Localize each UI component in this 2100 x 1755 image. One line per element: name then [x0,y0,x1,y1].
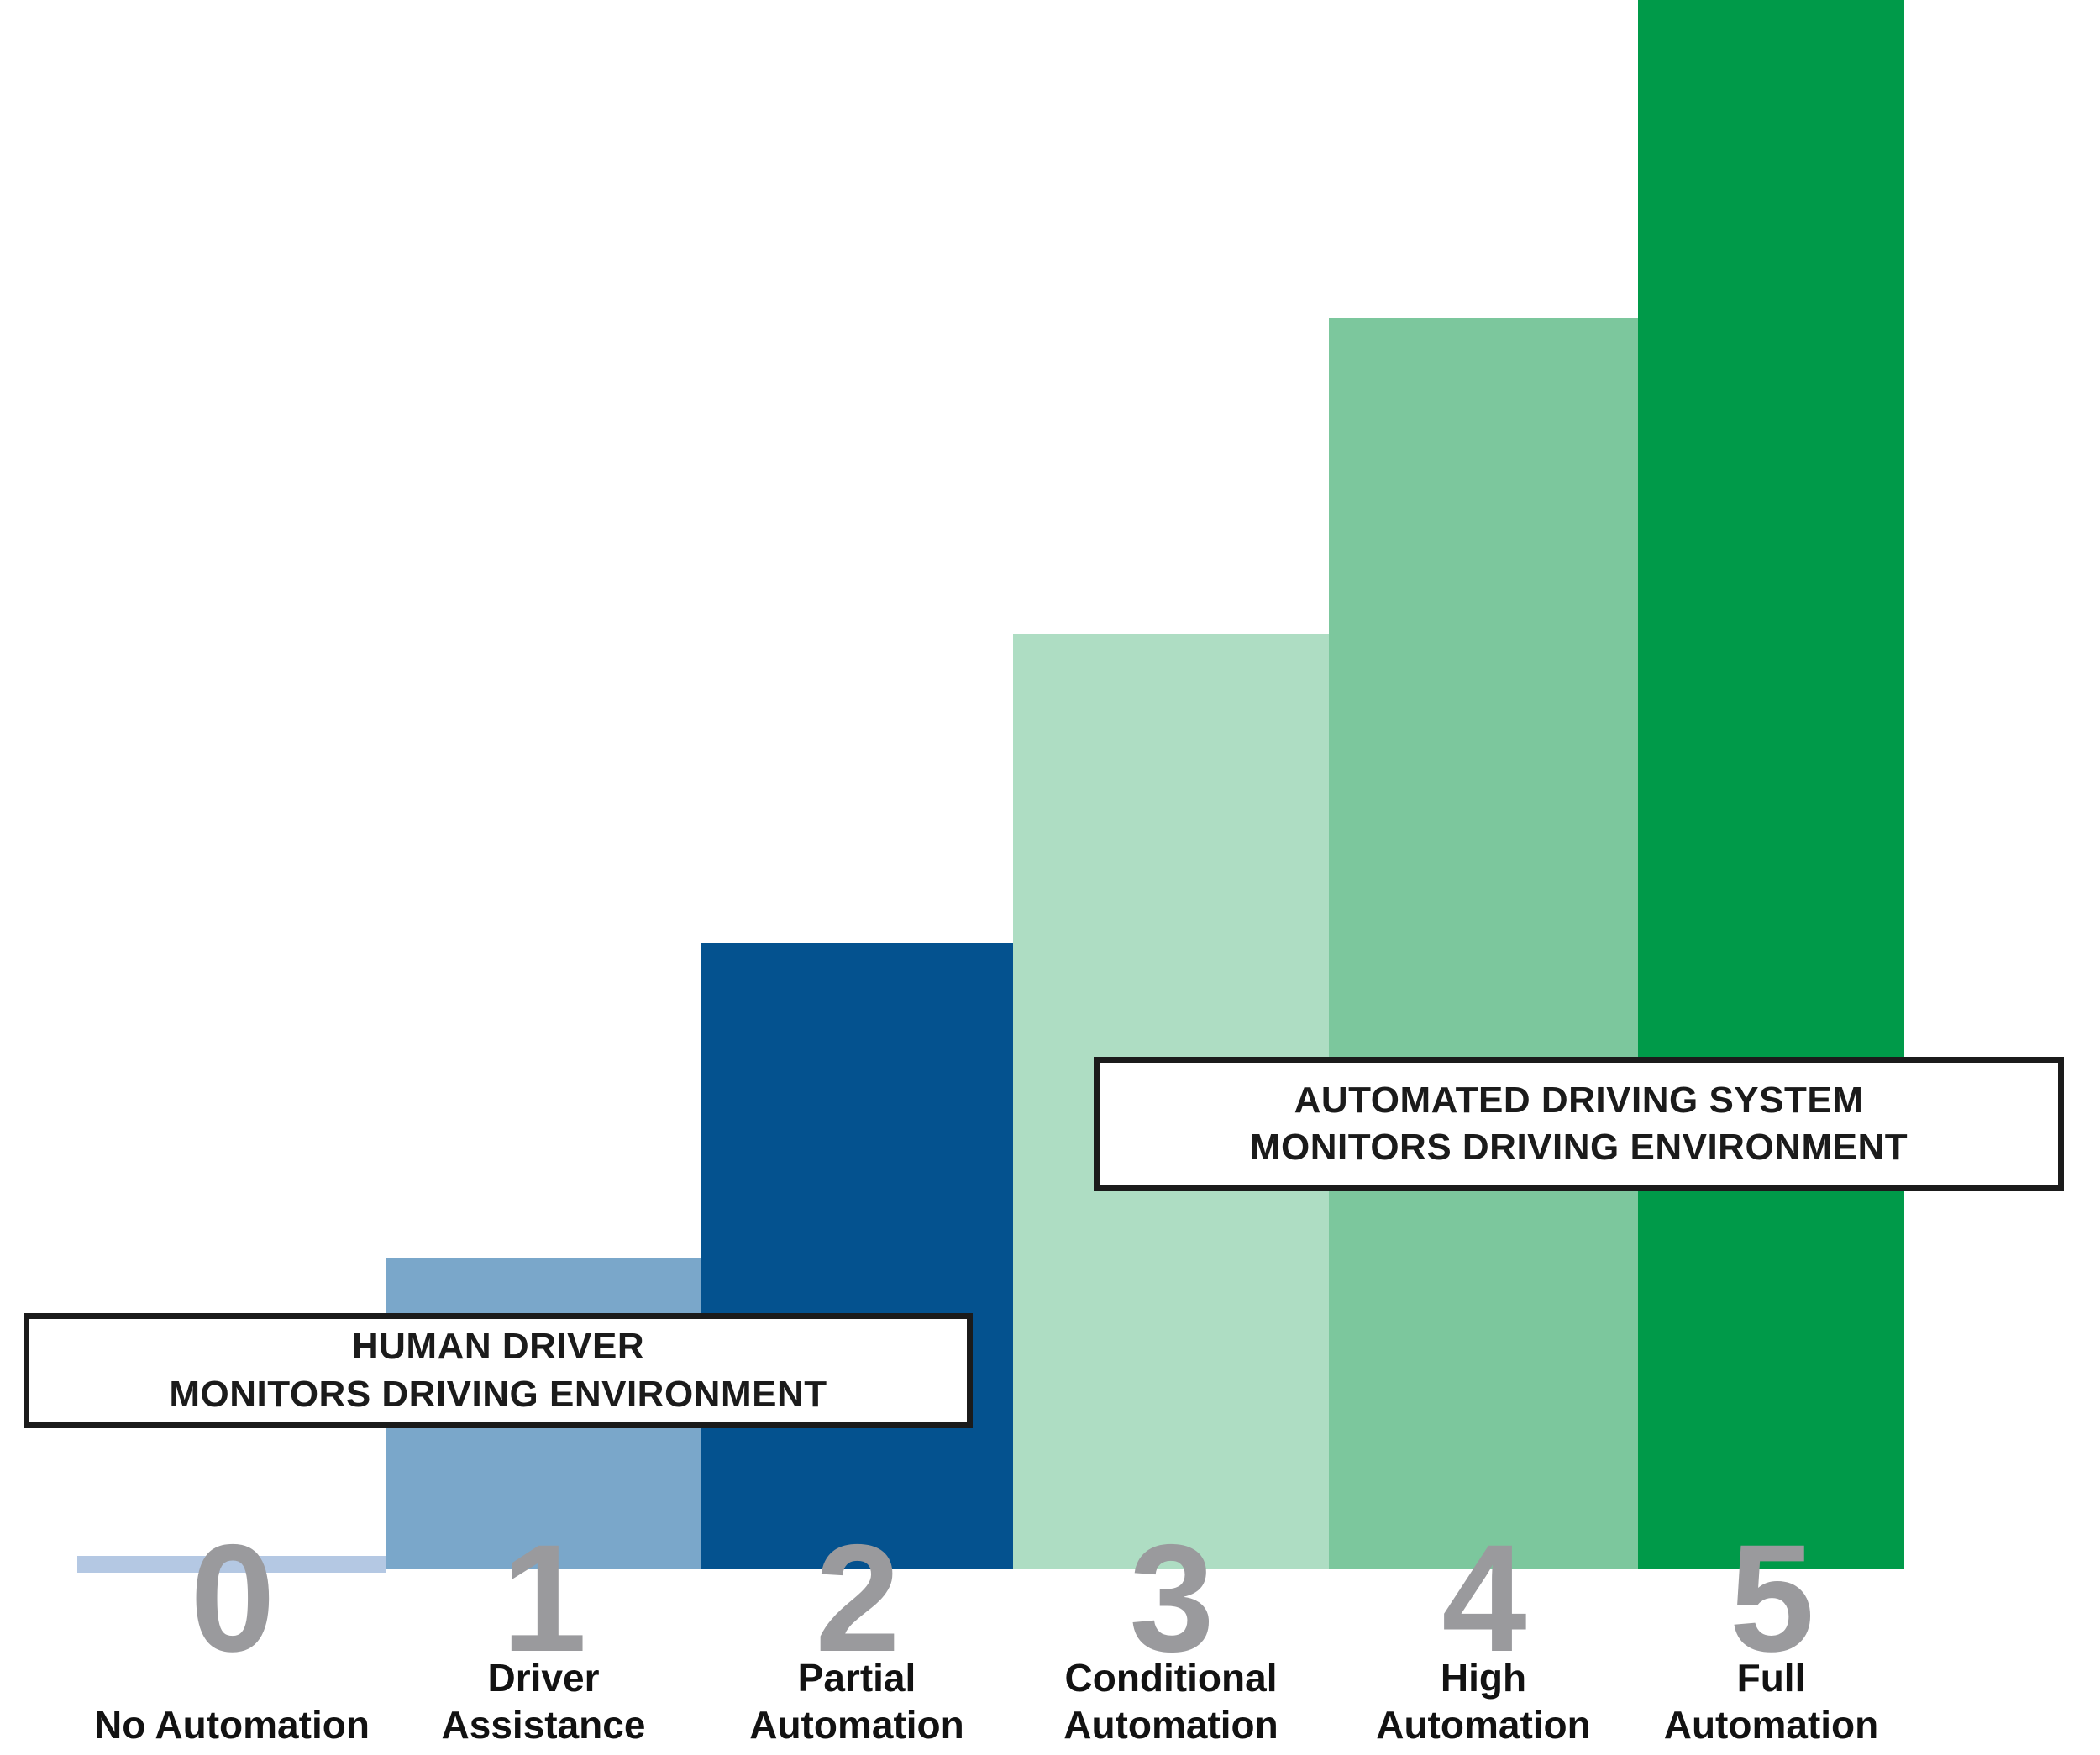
caption-line1-level-5: Full [1736,1655,1806,1700]
bar-level-4 [1329,318,1638,1569]
bar-level-0 [77,1556,386,1573]
step-number-2: 2 [815,1512,900,1684]
caption-line1-level-1: Driver [487,1655,600,1700]
caption-line2-level-4: Automation [1376,1702,1591,1747]
step-number-4: 4 [1441,1512,1526,1684]
step-number-0: 0 [190,1512,275,1684]
caption-line2-level-3: Automation [1063,1702,1278,1747]
step-number-5: 5 [1729,1512,1814,1684]
bar-level-5 [1638,0,1904,1569]
callout-automated-driving-system: AUTOMATED DRIVING SYSTEM MONITORS DRIVIN… [1094,1057,2064,1191]
step-number-1: 1 [501,1512,586,1684]
caption-line1-level-3: Conditional [1064,1655,1278,1700]
callout-human-line1: HUMAN DRIVER [351,1326,645,1368]
caption-line2-level-2: Automation [749,1702,964,1747]
caption-level-0: No Automation [77,1701,386,1748]
callout-ads-line1: AUTOMATED DRIVING SYSTEM [1294,1079,1864,1121]
callout-human-driver: HUMAN DRIVER MONITORS DRIVING ENVIRONMEN… [24,1313,973,1428]
callout-ads-line2: MONITORS DRIVING ENVIRONMENT [1249,1127,1908,1168]
step-number-3: 3 [1129,1512,1214,1684]
caption-line1-level-2: Partial [797,1655,916,1700]
caption-line1-level-0: No Automation [94,1702,370,1747]
caption-line1-level-4: High [1440,1655,1527,1700]
caption-line2-level-1: Assistance [441,1702,646,1747]
callout-human-line2: MONITORS DRIVING ENVIRONMENT [169,1373,827,1415]
caption-line2-level-5: Automation [1663,1702,1879,1747]
bar-level-2 [701,943,1013,1569]
